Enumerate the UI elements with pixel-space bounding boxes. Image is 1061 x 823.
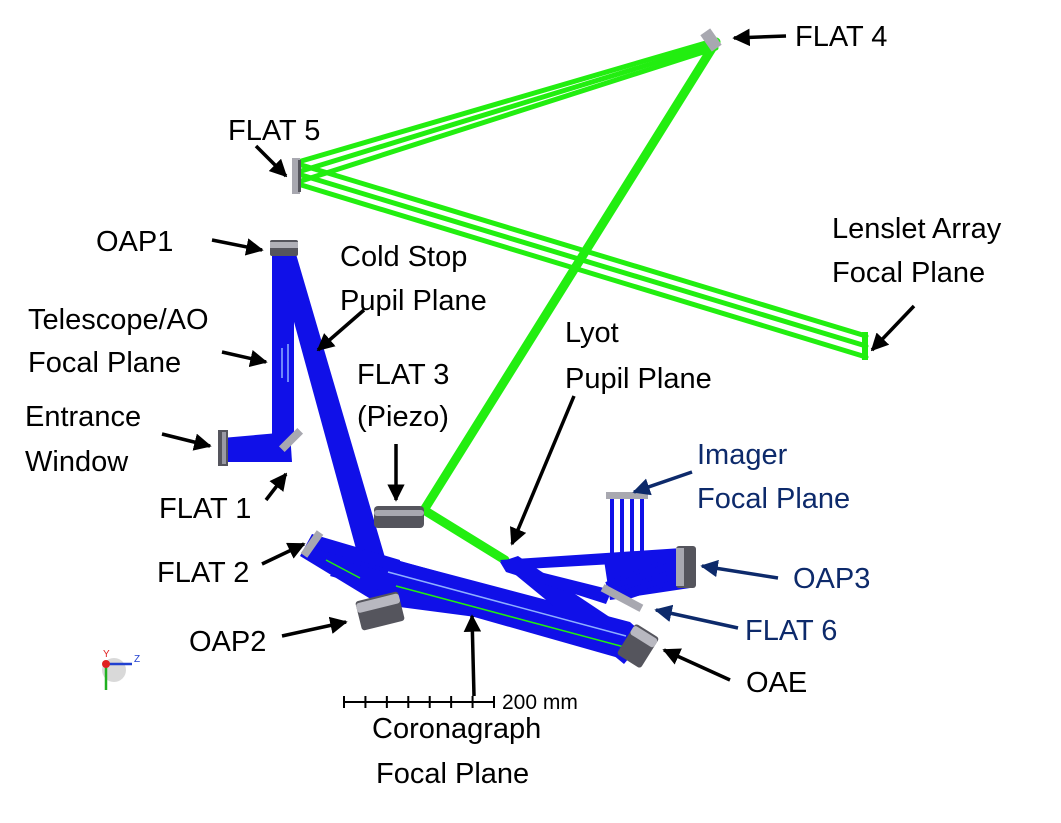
flat3-mirror-highlight <box>374 510 424 516</box>
label-flat1: FLAT 1 <box>159 493 251 525</box>
optical-components <box>218 28 868 668</box>
labels-black: FLAT 4 FLAT 5 OAP1 Cold Stop Pupil Plane… <box>25 21 1002 790</box>
lenslet-array <box>862 332 868 360</box>
callout-arrows-navy <box>632 470 779 630</box>
label-coronagraph-line2: Focal Plane <box>376 758 529 790</box>
flat5-mirror <box>292 158 300 194</box>
label-coronagraph-line1: Coronagraph <box>372 713 541 745</box>
beam-window-to-flat1 <box>222 432 292 462</box>
arrow-flat5 <box>254 144 288 178</box>
scale-bar <box>343 696 495 708</box>
callout-arrows <box>161 28 916 697</box>
scale-bar-ticks <box>343 696 495 708</box>
arrow-lyot <box>510 395 576 546</box>
label-flat3-line2: (Piezo) <box>357 401 449 433</box>
label-lenslet-line1: Lenslet Array <box>832 213 1002 245</box>
labels-navy: Imager Focal Plane OAP3 FLAT 6 <box>697 439 870 647</box>
axis-z-label: Z <box>134 654 140 665</box>
axis-y-label: Y <box>103 649 110 660</box>
label-telescope-line1: Telescope/AO <box>28 304 209 336</box>
label-flat4: FLAT 4 <box>795 21 887 53</box>
green-beam-path <box>295 37 869 565</box>
arrow-flat1 <box>264 472 288 502</box>
oap1-mirror-face <box>270 242 298 248</box>
oap2-mirror-face <box>356 593 400 613</box>
label-oap3: OAP3 <box>793 563 870 595</box>
label-oae: OAE <box>746 667 807 699</box>
arrow-oap1 <box>211 238 264 256</box>
beam-lyot-to-flat6 <box>500 562 612 604</box>
label-telescope-line2: Focal Plane <box>28 347 181 379</box>
flat2-mirror <box>300 530 324 558</box>
beam-flat5-to-lenslet-c <box>295 181 869 360</box>
oae-mirror-face <box>630 626 658 648</box>
label-flat6: FLAT 6 <box>745 615 837 647</box>
arrow-flat4 <box>732 28 787 47</box>
scale-bar-label: 200 mm <box>502 691 578 714</box>
entrance-window-face <box>222 432 226 464</box>
axis-triad: Y Z <box>102 649 140 690</box>
label-lenslet-line2: Focal Plane <box>832 257 985 289</box>
arrow-flat6 <box>654 604 739 630</box>
arrow-entrance <box>161 432 212 451</box>
beam-lyot-to-oap3 <box>500 548 684 570</box>
blue-beam-detail-lines <box>605 498 691 600</box>
label-flat3-line1: FLAT 3 <box>357 359 449 391</box>
label-imager-line1: Imager <box>697 439 788 471</box>
coronagraph-focus-highlight <box>387 571 627 637</box>
label-imager-line2: Focal Plane <box>697 483 850 515</box>
arrow-flat2 <box>261 542 306 566</box>
beam-flat3-to-lyot <box>419 505 510 565</box>
arrow-oap3 <box>700 559 779 580</box>
coronagraph-focus-green <box>395 585 629 649</box>
imager-detector <box>606 492 648 499</box>
beam-oap1-down <box>272 256 294 440</box>
arrow-oap2 <box>281 616 348 638</box>
flat4-mirror <box>700 28 722 52</box>
oap3-mirror-face <box>676 548 684 586</box>
beam-flat4-to-flat3 <box>419 37 721 515</box>
label-oap2: OAP2 <box>189 626 266 658</box>
beam-highlights <box>281 344 629 649</box>
axis-x-dot <box>102 660 110 668</box>
arrow-coronagraph <box>463 614 482 697</box>
flat5-mirror-edge <box>298 160 301 192</box>
beam-flat4-to-flat5-c <box>295 45 719 185</box>
label-cold-stop-line2: Pupil Plane <box>340 285 487 317</box>
label-flat5: FLAT 5 <box>228 115 320 147</box>
arrow-cold-stop <box>316 308 366 352</box>
arrow-oae <box>662 648 731 682</box>
arrow-imager <box>632 470 693 496</box>
label-lyot-line1: Lyot <box>565 317 619 349</box>
beam-oap3-fold-2 <box>611 564 689 594</box>
beam-oap3-fold-1 <box>605 554 681 586</box>
flat3-mirror <box>374 506 424 528</box>
label-entrance-line1: Entrance <box>25 401 141 433</box>
beam-oap1-to-oap2 <box>276 254 396 600</box>
label-flat2: FLAT 2 <box>157 557 249 589</box>
label-oap1: OAP1 <box>96 226 173 258</box>
flat6-mirror <box>600 584 644 612</box>
flat2-green-glint <box>325 559 361 579</box>
beam-oae-to-lyot <box>500 556 644 664</box>
arrow-telescope <box>221 349 268 368</box>
label-cold-stop-line1: Cold Stop <box>340 241 467 273</box>
flat1-mirror <box>278 427 304 453</box>
label-entrance-line2: Window <box>25 446 129 478</box>
beam-flat4-to-flat5-a <box>295 37 719 165</box>
arrow-lenslet <box>870 304 916 352</box>
label-lyot-line2: Pupil Plane <box>565 363 712 395</box>
beam-flat4-to-flat5-b <box>295 41 719 175</box>
